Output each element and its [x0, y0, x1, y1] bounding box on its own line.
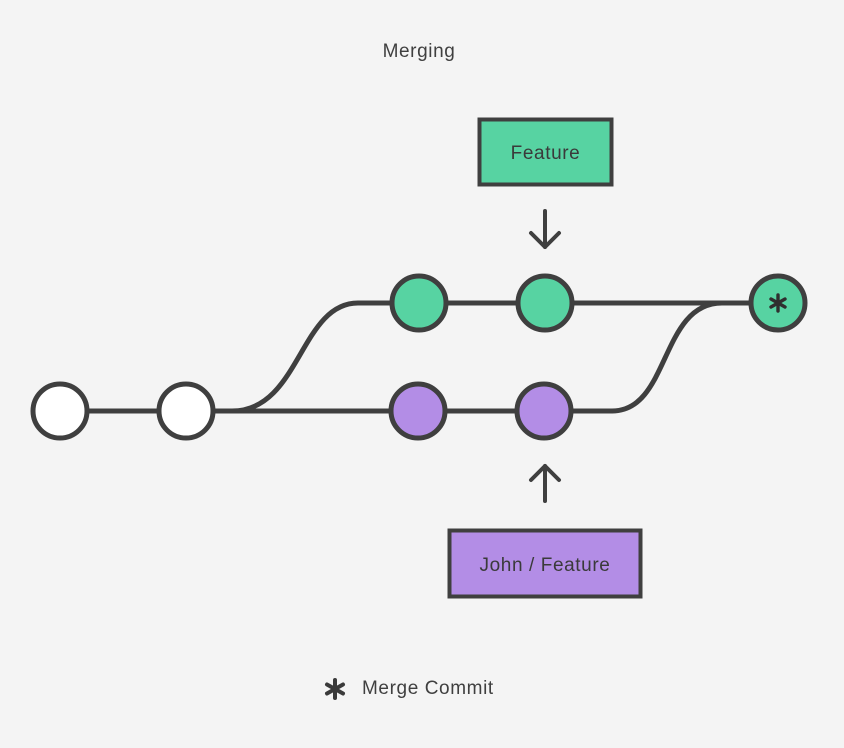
commit-node-feature-1: [389, 273, 449, 333]
commit-node-john-2: [514, 381, 574, 441]
commit-node-feature-2: [515, 273, 575, 333]
legend-label: Merge Commit: [362, 678, 494, 699]
asterisk-icon: [325, 678, 345, 700]
diagram-title: Merging: [382, 41, 456, 62]
john-feature-label: John / Feature: [447, 528, 643, 599]
legend: Merge Commit: [322, 676, 494, 702]
arrow-down-icon: [529, 209, 561, 249]
john-feature-label-text: John / Feature: [480, 555, 611, 576]
feature-label: Feature: [477, 117, 614, 187]
arrow-up-icon: [529, 464, 561, 503]
merge-curve: [609, 300, 755, 414]
commit-node-base-2: [156, 381, 216, 441]
commit-node-john-1: [388, 381, 448, 441]
feature-label-text: Feature: [511, 143, 581, 164]
asterisk-icon: [769, 293, 787, 313]
branch-out-curve: [229, 300, 398, 414]
commit-node-base-1: [30, 381, 90, 441]
